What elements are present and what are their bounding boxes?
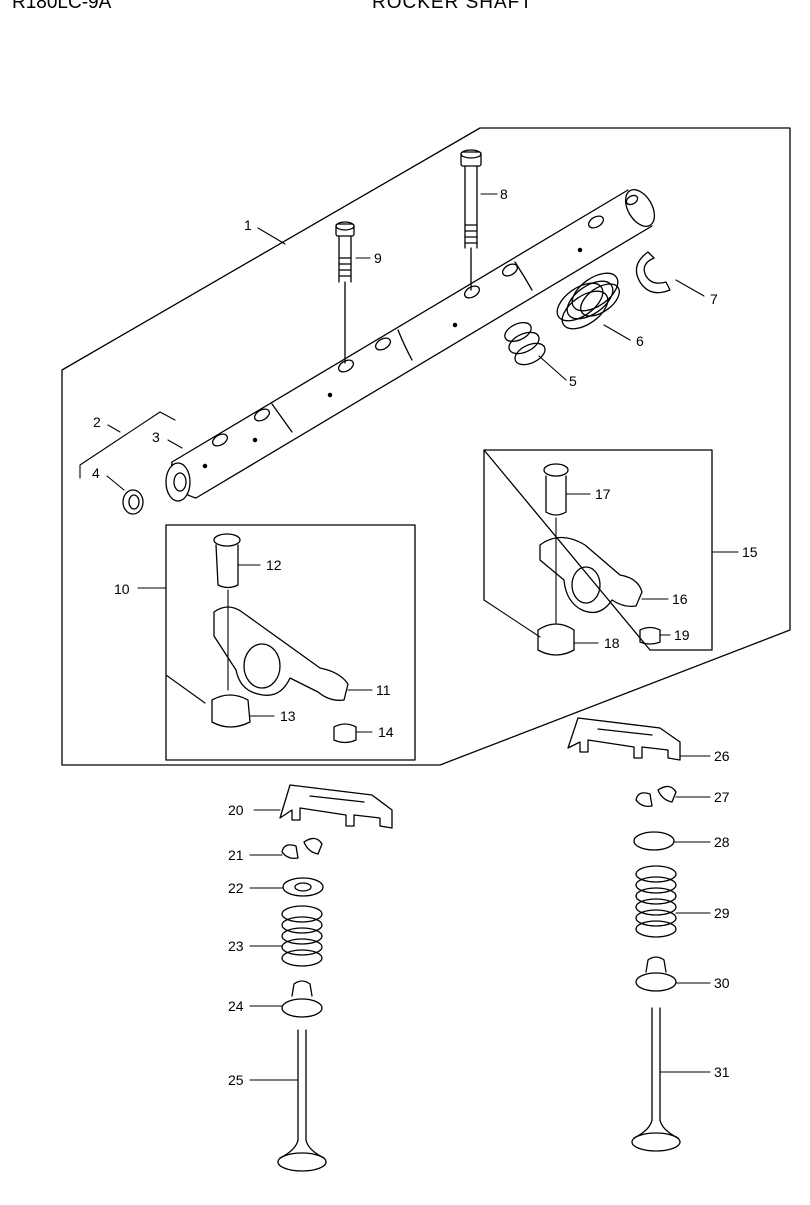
- valve-bridge-part-20: [279, 784, 393, 829]
- callout-1: 1: [244, 217, 252, 233]
- callout-30: 30: [714, 975, 730, 991]
- callout-27: 27: [714, 789, 730, 805]
- valve-keeper-part-21: [281, 837, 323, 860]
- subassembly-15-outline: [483, 449, 713, 651]
- rocker-arm-bore-16: [571, 566, 601, 604]
- rocker-arm-bore-11: [243, 643, 281, 689]
- callout-16: 16: [672, 591, 688, 607]
- callout-24: 24: [228, 998, 244, 1014]
- callout-9: 9: [374, 250, 382, 266]
- bridge-cap-part-13: [211, 694, 251, 728]
- rocker-arm-part-16: [539, 536, 643, 614]
- callout-26: 26: [714, 748, 730, 764]
- spring-part-6: [556, 272, 620, 330]
- leader-lines: [79, 193, 739, 1081]
- rocker-arm-part-11: [213, 606, 349, 701]
- valve-spring-part-29: [635, 865, 677, 938]
- callout-19: 19: [674, 627, 690, 643]
- callout-31: 31: [714, 1064, 730, 1080]
- snap-ring-part-7: [635, 251, 671, 294]
- valve-part-31: [631, 1007, 681, 1152]
- callout-18: 18: [604, 635, 620, 651]
- callout-23: 23: [228, 938, 244, 954]
- bridge-cap-part-18: [537, 623, 575, 656]
- assembly-outline: [61, 127, 791, 766]
- callout-11: 11: [376, 682, 391, 698]
- subassembly-10-outline: [165, 524, 416, 761]
- callout-25: 25: [228, 1072, 244, 1088]
- callout-17: 17: [595, 486, 611, 502]
- callout-8: 8: [500, 186, 508, 202]
- valve-bridge-part-26: [567, 717, 681, 761]
- callout-2: 2: [93, 414, 101, 430]
- plug-part-4: [122, 489, 144, 515]
- adjust-screw-part-12: [213, 533, 241, 589]
- valve-keeper-part-27: [635, 785, 677, 808]
- valve-stem-seal-part-30: [635, 956, 677, 992]
- callout-6: 6: [636, 333, 644, 349]
- adjust-screw-part-17: [543, 463, 569, 516]
- bolt-part-9: [335, 221, 355, 364]
- diagram-title: ROCKER SHAFT: [372, 0, 533, 13]
- callout-13: 13: [280, 708, 296, 724]
- rocker-shaft: [165, 189, 656, 502]
- callout-28: 28: [714, 834, 730, 850]
- callout-22: 22: [228, 880, 244, 896]
- model-code: R180LC-9A: [12, 0, 112, 13]
- callout-12: 12: [266, 557, 282, 573]
- valve-spring-part-23: [281, 905, 323, 967]
- callout-29: 29: [714, 905, 730, 921]
- spring-seat-part-22: [282, 877, 324, 897]
- callout-5: 5: [569, 373, 577, 389]
- valve-part-25: [277, 1029, 327, 1172]
- spring-seat-part-28: [633, 831, 675, 851]
- callout-4: 4: [92, 465, 100, 481]
- callouts: 1 2 3 4 5 6 7 8 9 10 11 12 13 14 15 16 1…: [92, 186, 758, 1088]
- callout-7: 7: [710, 291, 718, 307]
- valve-stem-seal-part-24: [281, 980, 323, 1018]
- spring-part-5: [504, 321, 546, 366]
- callout-10: 10: [114, 581, 130, 597]
- cap-part-19: [639, 626, 661, 645]
- cap-part-14: [333, 723, 357, 744]
- callout-20: 20: [228, 802, 244, 818]
- callout-15: 15: [742, 544, 758, 560]
- callout-21: 21: [228, 847, 244, 863]
- callout-3: 3: [152, 429, 160, 445]
- callout-14: 14: [378, 724, 394, 740]
- bolt-part-8: [460, 149, 482, 291]
